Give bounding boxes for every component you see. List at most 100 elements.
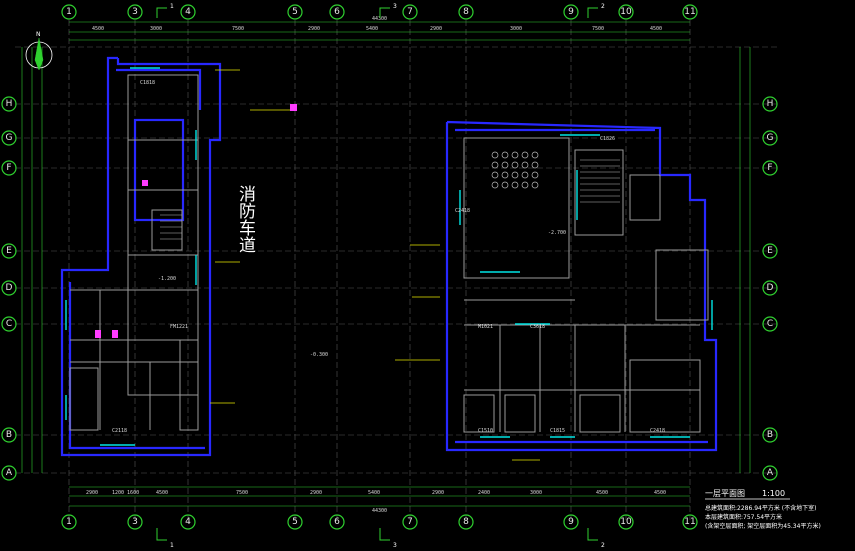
svg-text:G: G <box>767 133 774 143</box>
svg-text:G: G <box>6 133 13 143</box>
svg-text:M1021: M1021 <box>478 324 493 330</box>
axis-bubble: 6 <box>329 514 345 530</box>
top-dimension-texts: 4500 3000 7500 2900 5400 2900 3000 7500 … <box>92 16 662 32</box>
svg-text:6: 6 <box>334 7 340 17</box>
axis-bubble: 9 <box>563 514 579 530</box>
svg-text:5400: 5400 <box>366 26 378 32</box>
svg-text:5: 5 <box>292 7 298 17</box>
right-wing-walls <box>445 120 718 452</box>
svg-text:-2.700: -2.700 <box>548 230 566 236</box>
bottom-dimension-texts: 2900 1200 1600 4500 7500 2900 5400 2900 … <box>86 490 666 514</box>
drawing-title: 一层平面图 <box>705 489 745 498</box>
svg-text:C1510: C1510 <box>478 428 493 434</box>
axis-bubble: H <box>1 96 17 112</box>
title-note: (含架空层面积; 架空层面积为45.34平方米) <box>705 522 821 530</box>
svg-text:7500: 7500 <box>592 26 604 32</box>
axis-bubble: 9 <box>563 4 579 20</box>
svg-text:N: N <box>36 31 41 38</box>
svg-text:3000: 3000 <box>510 26 522 32</box>
stair-hatching <box>160 159 620 240</box>
svg-text:5400: 5400 <box>368 490 380 496</box>
svg-text:7500: 7500 <box>232 26 244 32</box>
axis-bubble: G <box>762 130 778 146</box>
svg-text:1: 1 <box>170 542 174 549</box>
svg-text:2900: 2900 <box>430 26 442 32</box>
axis-bubble: 10 <box>618 4 634 20</box>
svg-text:C1826: C1826 <box>600 136 615 142</box>
axis-bubbles-left: H G F E D C B A <box>1 96 17 481</box>
axis-bubble: 7 <box>402 514 418 530</box>
room-annotations: C1818 C2418 C1815 C2118 M1021 FM1221 C36… <box>112 80 665 434</box>
axis-bubble: H <box>762 96 778 112</box>
axis-bubble: E <box>1 243 17 259</box>
fire-lane-label: 消防车道 <box>235 185 256 253</box>
axis-bubbles-right: H G F E D C B A <box>762 96 778 481</box>
svg-text:2900: 2900 <box>86 490 98 496</box>
axis-bubble: E <box>762 243 778 259</box>
svg-text:3: 3 <box>393 3 397 10</box>
svg-text:44300: 44300 <box>372 16 387 22</box>
axis-bubble: C <box>762 316 778 332</box>
svg-text:A: A <box>767 468 774 478</box>
svg-text:9: 9 <box>568 7 574 17</box>
axis-bubbles-bottom: 1 3 4 5 6 7 8 9 10 11 <box>61 514 698 530</box>
svg-text:消防车道: 消防车道 <box>235 185 256 253</box>
axis-bubble: 7 <box>402 4 418 20</box>
svg-text:C1818: C1818 <box>140 80 155 86</box>
svg-text:1: 1 <box>66 517 72 527</box>
svg-text:F: F <box>6 163 11 173</box>
axis-bubble: 11 <box>682 514 698 530</box>
svg-text:3000: 3000 <box>530 490 542 496</box>
svg-text:2: 2 <box>601 542 605 549</box>
svg-text:7500: 7500 <box>236 490 248 496</box>
title-note: 总建筑面积:2286.94平方米 (不含地下室) <box>705 504 816 512</box>
axis-bubble: 8 <box>458 514 474 530</box>
axis-bubble: 1 <box>61 514 77 530</box>
axis-bubble: 8 <box>458 4 474 20</box>
svg-text:4500: 4500 <box>650 26 662 32</box>
svg-text:E: E <box>6 246 12 256</box>
svg-text:-0.300: -0.300 <box>310 352 328 358</box>
svg-text:2900: 2900 <box>432 490 444 496</box>
axis-bubble: 5 <box>287 4 303 20</box>
axis-bubble: 3 <box>127 4 143 20</box>
svg-text:F: F <box>767 163 772 173</box>
axis-bubble: B <box>1 427 17 443</box>
svg-text:B: B <box>6 430 12 440</box>
svg-text:10: 10 <box>620 7 632 17</box>
axis-bubble: 6 <box>329 4 345 20</box>
svg-text:8: 8 <box>463 7 469 17</box>
svg-text:H: H <box>6 99 13 109</box>
left-wing-windows <box>65 67 197 446</box>
svg-text:7: 7 <box>407 517 413 527</box>
svg-text:3: 3 <box>132 517 138 527</box>
svg-text:A: A <box>6 468 13 478</box>
axis-bubble: F <box>762 160 778 176</box>
svg-text:1: 1 <box>66 7 72 17</box>
axis-bubble: A <box>762 465 778 481</box>
axis-bubble: F <box>1 160 17 176</box>
svg-text:E: E <box>767 246 773 256</box>
right-wing-windows <box>459 134 713 438</box>
svg-text:C3618: C3618 <box>530 324 545 330</box>
svg-text:H: H <box>767 99 774 109</box>
svg-text:8: 8 <box>463 517 469 527</box>
right-wing-inner <box>463 137 709 433</box>
axis-bubble: C <box>1 316 17 332</box>
left-wing-inner <box>69 74 199 431</box>
svg-text:2900: 2900 <box>310 490 322 496</box>
svg-text:4: 4 <box>185 517 191 527</box>
title-block: 一层平面图 1:100 总建筑面积:2286.94平方米 (不含地下室) 本层建… <box>705 489 821 530</box>
axis-bubble: 11 <box>682 4 698 20</box>
svg-text:2400: 2400 <box>478 490 490 496</box>
svg-text:3000: 3000 <box>150 26 162 32</box>
svg-text:11: 11 <box>684 7 695 17</box>
svg-text:FM1221: FM1221 <box>170 324 188 330</box>
axis-bubble: A <box>1 465 17 481</box>
svg-text:C2118: C2118 <box>112 428 127 434</box>
svg-text:3: 3 <box>132 7 138 17</box>
svg-text:C: C <box>767 319 773 329</box>
svg-text:C2418: C2418 <box>455 208 470 214</box>
north-arrow-icon <box>34 37 44 71</box>
